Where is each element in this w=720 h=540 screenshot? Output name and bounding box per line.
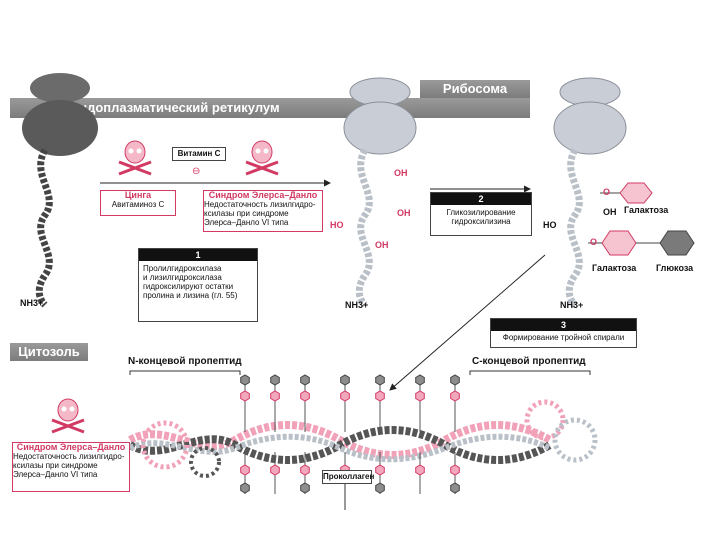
polypeptide-chain-3 bbox=[565, 148, 583, 308]
ribosome-2 bbox=[343, 77, 417, 155]
step3-number: 3 bbox=[491, 319, 636, 331]
step1-line3: гидроксилируют остатки bbox=[143, 282, 234, 291]
glucose-pendant-bottom bbox=[300, 482, 310, 494]
step1-number: 1 bbox=[139, 249, 257, 261]
galactose-pendant-top bbox=[340, 390, 350, 402]
oh-label-3: OH bbox=[375, 240, 389, 250]
eds-bottom-title: Синдром Элерса–Данло bbox=[16, 442, 126, 452]
galactose-hexagon-top bbox=[619, 182, 653, 204]
step2-line2: гидроксилизина bbox=[451, 217, 511, 226]
polypeptide-chain-1 bbox=[35, 148, 53, 308]
ribosome-label: Рибосома bbox=[442, 81, 508, 96]
eds-top-title: Синдром Элерса–Данло bbox=[208, 190, 318, 200]
vitamin-c-box: Витамин С bbox=[172, 147, 226, 161]
glucose-pendant-top bbox=[300, 374, 310, 386]
glucose-pendant-bottom bbox=[450, 482, 460, 494]
step2-box: 2 Гликозилирование гидроксилизина bbox=[430, 192, 532, 236]
n-propeptide-bracket bbox=[129, 370, 241, 375]
scurvy-body: Авитаминоз С bbox=[111, 200, 165, 209]
procollagen-label: Проколлаген bbox=[323, 472, 375, 481]
ho-label-2: HO bbox=[543, 220, 557, 230]
galactose-pendant-bottom bbox=[270, 464, 280, 476]
vitamin-c-label: Витамин С bbox=[177, 149, 221, 158]
inhibit-symbol: ⊖ bbox=[192, 166, 201, 177]
eds-box-top: Синдром Элерса–Данло Недостаточность лиз… bbox=[203, 190, 323, 232]
galactose-pendant-bottom bbox=[375, 464, 385, 476]
step1-box: 1 Пролилгидроксилаза и лизилгидроксилаза… bbox=[138, 248, 258, 322]
arrow-to-triple-helix bbox=[389, 254, 546, 391]
galactose-label-bottom: Галактоза bbox=[592, 263, 637, 273]
glucose-pendant-top bbox=[450, 374, 460, 386]
galactose-pendant-top bbox=[270, 390, 280, 402]
cytosol-band: Цитозоль bbox=[10, 343, 88, 361]
galactose-pendant-top bbox=[415, 390, 425, 402]
eds-bottom-line1: Недостаточность лизилгидро- bbox=[13, 452, 125, 461]
nh3-label-3: NH3+ bbox=[560, 300, 584, 310]
step3-line1: Формирование тройной спирали bbox=[502, 333, 625, 342]
skull-icon-3 bbox=[51, 398, 85, 434]
galactose-hexagon-bottom bbox=[601, 230, 637, 256]
polypeptide-chain-2 bbox=[355, 148, 373, 308]
o-label-1: O bbox=[603, 187, 611, 197]
glucose-pendant-top bbox=[240, 374, 250, 386]
galactose-label-top: Галактоза bbox=[624, 205, 669, 215]
glucose-pendant-top bbox=[415, 374, 425, 386]
nh3-label-1: NH3+ bbox=[20, 298, 44, 308]
ho-label-1: HO bbox=[330, 220, 344, 230]
glucose-pendant-top bbox=[270, 374, 280, 386]
skull-icon-2 bbox=[245, 140, 279, 176]
ribosome-1 bbox=[22, 73, 98, 156]
glucose-pendant-top bbox=[340, 374, 350, 386]
oh-label-2: OH bbox=[397, 208, 411, 218]
ribosome-3 bbox=[553, 77, 627, 155]
n-propeptide-label: N-концевой пропептид bbox=[128, 356, 242, 367]
step1-line1: Пролилгидроксилаза bbox=[143, 264, 222, 273]
skull-icon-1 bbox=[118, 140, 152, 176]
nh3-label-2: NH3+ bbox=[345, 300, 369, 310]
step1-line2: и лизилгидроксилаза bbox=[143, 273, 222, 282]
galactose-pendant-top bbox=[375, 390, 385, 402]
galactose-pendant-bottom bbox=[415, 464, 425, 476]
oh-label-1: OH bbox=[394, 168, 408, 178]
step3-box: 3 Формирование тройной спирали bbox=[490, 318, 637, 348]
glucose-hexagon bbox=[659, 230, 695, 256]
scurvy-title: Цинга bbox=[124, 190, 152, 200]
er-label: Эндоплазматический ретикулум bbox=[70, 100, 280, 115]
eds-bottom-line3: Элерса–Данло VI типа bbox=[13, 470, 98, 479]
galactose-pendant-bottom bbox=[450, 464, 460, 476]
glucose-pendant-top bbox=[375, 374, 385, 386]
galactose-pendant-top bbox=[300, 390, 310, 402]
eds-top-line2: ксилазы при синдроме bbox=[204, 209, 289, 218]
step2-number: 2 bbox=[431, 193, 531, 205]
glucose-pendant-bottom bbox=[375, 482, 385, 494]
galactose-pendant-bottom bbox=[300, 464, 310, 476]
triple-helix bbox=[128, 399, 598, 478]
procollagen-box: Проколлаген bbox=[322, 470, 375, 484]
glucose-pendant-bottom bbox=[240, 482, 250, 494]
eds-box-bottom: Синдром Элерса–Данло Недостаточность лиз… bbox=[12, 442, 130, 492]
oh-label-4: OH bbox=[603, 207, 617, 217]
eds-bottom-line2: ксилазы при синдроме bbox=[13, 461, 98, 470]
step2-line1: Гликозилирование bbox=[446, 208, 516, 217]
galactose-pendant-bottom bbox=[240, 464, 250, 476]
c-propeptide-bracket bbox=[469, 370, 591, 375]
eds-top-line1: Недостаточность лизилгидро- bbox=[204, 200, 316, 209]
galactose-pendant-top bbox=[240, 390, 250, 402]
cytosol-label: Цитозоль bbox=[18, 344, 80, 359]
eds-top-line3: Элерса–Данло VI типа bbox=[204, 218, 289, 227]
galactose-pendant-top bbox=[450, 390, 460, 402]
step1-line4: пролина и лизина (гл. 55) bbox=[143, 291, 238, 300]
c-propeptide-label: С-концевой пропептид bbox=[472, 356, 586, 367]
o-label-2: O bbox=[590, 237, 598, 247]
ribosome-band: Рибосома bbox=[420, 80, 530, 98]
scurvy-box: Цинга Авитаминоз С bbox=[100, 190, 176, 216]
glucose-label: Глюкоза bbox=[656, 263, 694, 273]
